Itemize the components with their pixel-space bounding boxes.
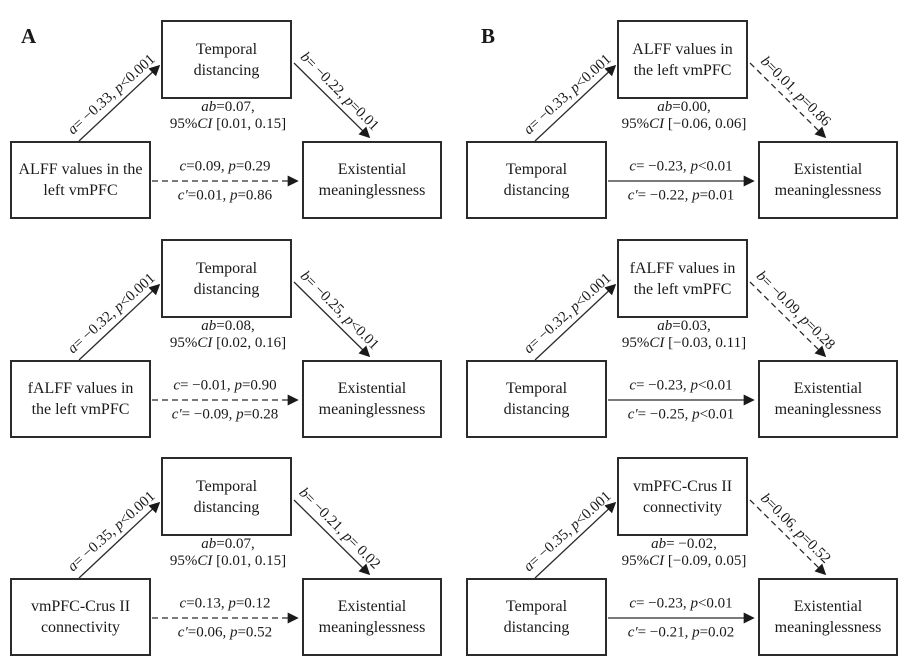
diagram-b2: fALFF values in the left vmPFC Temporal … [456, 219, 912, 438]
diagram-a3: Temporal distancing vmPFC-Crus II connec… [0, 437, 456, 656]
mediator-label: Temporal distancing [193, 259, 260, 298]
outcome-label: Existential meaninglessness [318, 598, 426, 636]
panel-label-b: B [481, 24, 496, 48]
predictor-label: Temporal distancing [503, 161, 570, 199]
path-a-arrow [534, 283, 617, 361]
mediator-box: ALFF values in the left vmPFC [617, 20, 748, 99]
outcome-label: Existential meaninglessness [318, 161, 426, 199]
diagram-a3-arrows [78, 499, 371, 624]
diagram-a2: Temporal distancing fALFF values in the … [0, 219, 456, 438]
path-b-arrow [749, 281, 827, 358]
predictor-box: Temporal distancing [466, 578, 607, 656]
predictor-label: Temporal distancing [503, 380, 570, 418]
mediator-label: Temporal distancing [193, 477, 260, 516]
path-c-label: c= −0.23, p<0.01 [629, 158, 733, 175]
predictor-box: Temporal distancing [466, 141, 607, 219]
indirect-effect-line2: 95%CI [0.02, 0.16] [169, 335, 287, 351]
predictor-box: fALFF values in the left vmPFC [10, 360, 151, 438]
diagram-a1-arrows [78, 62, 371, 187]
predictor-label: vmPFC-Crus II connectivity [30, 598, 131, 636]
outcome-label: Existential meaninglessness [774, 598, 882, 636]
path-c-label: c=0.13, p=0.12 [179, 595, 271, 612]
indirect-effect-line2: 95%CI [0.01, 0.15] [169, 553, 287, 569]
indirect-effect-label: ab=0.03, 95%CI [−0.03, 0.11] [622, 318, 746, 352]
indirect-effect-label: ab=0.07, 95%CI [0.01, 0.15] [170, 536, 286, 570]
indirect-effect-line1: ab=0.03, [657, 318, 711, 334]
mediator-label: vmPFC-Crus II connectivity [632, 477, 733, 516]
diagram-b1-arrows [534, 62, 827, 187]
path-b-arrow [293, 281, 371, 358]
predictor-label: ALFF values in the left vmPFC [18, 161, 143, 199]
panel-label-a: A [21, 24, 37, 48]
indirect-effect-label: ab= −0.02, 95%CI [−0.09, 0.05] [622, 536, 747, 570]
outcome-box: Existential meaninglessness [758, 360, 898, 438]
path-b-arrow [749, 62, 827, 139]
path-b-arrow [293, 62, 371, 139]
indirect-effect-line1: ab=0.00, [657, 99, 711, 115]
path-c-prime-label: c′= −0.21, p=0.02 [627, 624, 735, 641]
outcome-label: Existential meaninglessness [318, 380, 426, 418]
indirect-effect-line2: 95%CI [−0.03, 0.11] [621, 335, 747, 351]
outcome-label: Existential meaninglessness [774, 380, 882, 418]
outcome-box: Existential meaninglessness [758, 141, 898, 219]
path-c-label: c= −0.01, p=0.90 [173, 377, 277, 394]
outcome-label: Existential meaninglessness [774, 161, 882, 199]
indirect-effect-line1: ab= −0.02, [651, 536, 717, 552]
diagram-b2-arrows [534, 281, 827, 406]
indirect-effect-line1: ab=0.08, [201, 318, 255, 334]
predictor-label: fALFF values in the left vmPFC [27, 380, 134, 418]
indirect-effect-label: ab=0.08, 95%CI [0.02, 0.16] [170, 318, 286, 352]
indirect-effect-line2: 95%CI [−0.06, 0.06] [621, 116, 747, 132]
mediator-box: Temporal distancing [161, 20, 292, 99]
outcome-box: Existential meaninglessness [302, 578, 442, 656]
path-c-label: c=0.09, p=0.29 [179, 158, 271, 175]
path-a-arrow [78, 64, 161, 142]
indirect-effect-line1: ab=0.07, [201, 99, 255, 115]
diagram-b3-arrows [534, 499, 827, 624]
diagram-b3: vmPFC-Crus II connectivity Temporal dist… [456, 437, 912, 656]
outcome-box: Existential meaninglessness [758, 578, 898, 656]
indirect-effect-line2: 95%CI [0.01, 0.15] [169, 116, 287, 132]
mediator-label: ALFF values in the left vmPFC [632, 40, 733, 79]
outcome-box: Existential meaninglessness [302, 141, 442, 219]
path-c-prime-label: c′= −0.09, p=0.28 [171, 406, 279, 423]
indirect-effect-line1: ab=0.07, [201, 536, 255, 552]
indirect-effect-line2: 95%CI [−0.09, 0.05] [621, 553, 747, 569]
diagram-a1: Temporal distancing ALFF values in the l… [0, 0, 456, 219]
path-a-arrow [534, 501, 617, 579]
path-c-prime-label: c′=0.06, p=0.52 [177, 624, 273, 641]
outcome-box: Existential meaninglessness [302, 360, 442, 438]
mediator-box: Temporal distancing [161, 457, 292, 536]
path-a-arrow [78, 501, 161, 579]
path-c-prime-label: c′= −0.25, p<0.01 [627, 406, 735, 423]
indirect-effect-label: ab=0.07, 95%CI [0.01, 0.15] [170, 99, 286, 133]
predictor-box: vmPFC-Crus II connectivity [10, 578, 151, 656]
path-a-arrow [534, 64, 617, 142]
path-c-label: c= −0.23, p<0.01 [629, 595, 733, 612]
path-c-prime-label: c′= −0.22, p=0.01 [627, 187, 735, 204]
predictor-box: Temporal distancing [466, 360, 607, 438]
indirect-effect-label: ab=0.00, 95%CI [−0.06, 0.06] [622, 99, 747, 133]
path-a-arrow [78, 283, 161, 361]
path-b-arrow [749, 499, 827, 576]
mediator-label: Temporal distancing [193, 40, 260, 79]
mediator-box: vmPFC-Crus II connectivity [617, 457, 748, 536]
diagram-a2-arrows [78, 281, 371, 406]
path-c-prime-label: c′=0.01, p=0.86 [177, 187, 273, 204]
mediator-box: fALFF values in the left vmPFC [617, 239, 748, 318]
path-b-arrow [293, 499, 371, 576]
predictor-box: ALFF values in the left vmPFC [10, 141, 151, 219]
mediator-label: fALFF values in the left vmPFC [629, 259, 736, 298]
mediator-box: Temporal distancing [161, 239, 292, 318]
diagram-b1: ALFF values in the left vmPFC Temporal d… [456, 0, 912, 219]
path-c-label: c= −0.23, p<0.01 [629, 377, 733, 394]
predictor-label: Temporal distancing [503, 598, 570, 636]
